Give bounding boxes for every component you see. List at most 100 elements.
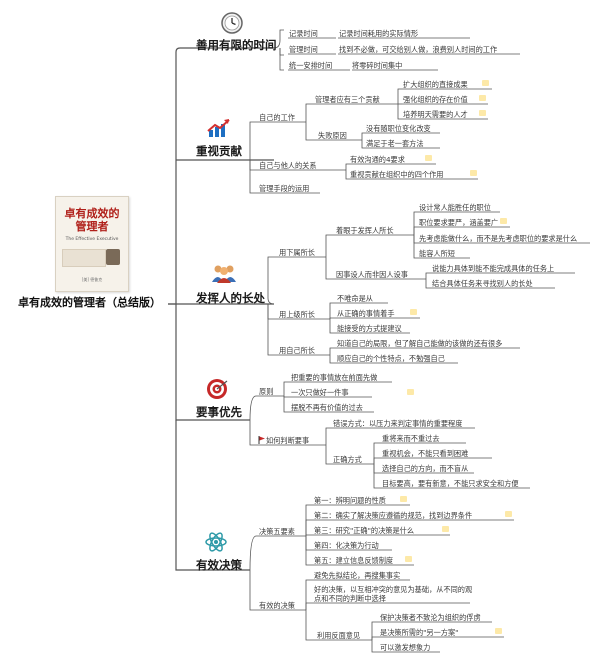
right-item-1: 重将来而不重过去 (382, 434, 440, 443)
focus-item-1: 设计常人能胜任的职位 (419, 203, 491, 212)
contrib-item-1: 扩大组织的直接成果 (403, 80, 468, 89)
connector-line (267, 304, 276, 320)
connector-line (305, 504, 310, 536)
principle-item-1: 把重要的事情放在前面先做 (291, 373, 378, 382)
connector-line (283, 396, 288, 398)
connector-line (373, 464, 378, 489)
note-marker (400, 496, 407, 502)
priority-principle: 原则 (259, 387, 274, 396)
contribution-means: 管理手段的运用 (259, 184, 310, 193)
book-cover-title: 卓有成效的管理者 (64, 207, 120, 233)
connector-line (361, 140, 366, 149)
superior-item-2: 从正确的事情着手 (337, 309, 395, 318)
note-marker (407, 389, 414, 395)
target-icon (207, 379, 228, 399)
effective-item-2: 好的决策，以互相冲突的意见为基础，从不同的观点和不同的判断中选择 (314, 585, 473, 603)
connector-line (267, 304, 276, 356)
superior-item-1: 不唯命是从 (337, 294, 373, 303)
connector-line (283, 381, 288, 396)
rising-chart-icon (207, 119, 230, 137)
contrib-item-3: 培养明天需要的人才 (403, 110, 468, 119)
focus-item-3: 先考虑能做什么，而不是先考虑职位的要求是什么 (419, 234, 578, 243)
connector-line (345, 170, 350, 180)
principle-item-3: 摆脱不再有价值的过去 (291, 403, 363, 412)
note-marker (505, 511, 512, 517)
strengths-subordinate: 用下属所长 (279, 248, 315, 257)
connector-line (413, 235, 418, 244)
connector-line (329, 355, 334, 364)
connector-line (305, 579, 310, 610)
connector-line (305, 536, 310, 551)
connector-line (273, 29, 284, 49)
time-manage-label: 管理时间 (289, 45, 318, 54)
superior-item-3: 能接受的方式提建议 (337, 324, 402, 333)
book-cover-band (62, 249, 106, 267)
connector-line (413, 211, 418, 235)
focus-item-2: 职位要求要严，涵盖要广 (419, 218, 499, 227)
time-schedule-detail: 将零碎时间集中 (352, 61, 403, 70)
connector-line (267, 256, 276, 305)
strengths-self: 用自己所长 (279, 346, 315, 355)
connector-line (425, 279, 430, 289)
strengths-focus: 着眼于发挥人所长 (336, 226, 394, 235)
task-item-2: 结合具体任务来寻找别人的长处 (432, 279, 533, 288)
connector-line (345, 163, 350, 170)
failure-item-1: 没有随职位变化改变 (366, 124, 431, 133)
priority-judge: 如何判断要事 (266, 436, 310, 445)
opposition-item-2: 是决策所需的"另一方案" (380, 628, 459, 637)
opposition-item-3: 可以激发想象力 (380, 643, 431, 652)
effective-item-1: 避免先拟结论，再搜集事实 (314, 571, 401, 580)
contribution-three: 管理者应有三个贡献 (315, 95, 380, 104)
connector-line (249, 395, 257, 421)
note-marker (425, 155, 432, 161)
book-cover-author: [美] 德鲁克 (81, 277, 103, 282)
decision-opposition: 利用反面意见 (317, 631, 361, 640)
connector-line (279, 48, 284, 56)
note-marker (482, 80, 489, 86)
connector-line (373, 457, 378, 464)
connector-line (305, 602, 310, 610)
self-item-1: 知道自己的局限，但了解自己能做的该做的还有很多 (337, 339, 503, 348)
connector-line (397, 104, 402, 120)
connector-line (175, 420, 250, 571)
strengths-task: 因事设人而非因人设事 (336, 270, 408, 279)
priority-right-way: 正确方式 (333, 455, 362, 464)
clock-icon (221, 12, 243, 34)
root-title: 卓有成效的管理者（总结版） (18, 296, 161, 309)
connector-line (373, 464, 378, 474)
red-flag-icon (258, 436, 265, 444)
connector-line (425, 272, 430, 279)
contribution-relations: 自己与他人的关系 (259, 161, 317, 170)
connector-line (283, 396, 288, 413)
connector-line (175, 304, 250, 421)
branch-strengths-title: 发挥人的长处 (196, 291, 265, 305)
connector-line (413, 226, 418, 235)
connector-line (249, 535, 257, 571)
connector-line (361, 132, 366, 140)
relation-item-1: 有效沟通的4要求 (350, 155, 405, 164)
connector-line (305, 536, 310, 566)
note-marker (410, 309, 417, 315)
connector-line (371, 640, 376, 653)
book-cover: 卓有成效的管理者 The Effective Executive [美] 德鲁克 (55, 196, 129, 292)
strengths-superior: 用上级所长 (279, 310, 315, 319)
book-cover-subtitle: The Effective Executive (65, 237, 119, 242)
connector-line (325, 445, 330, 465)
connector-line (325, 427, 330, 445)
decision-five: 决策五要素 (259, 527, 295, 536)
connector-line (305, 610, 312, 641)
note-marker (500, 218, 507, 224)
connector-line (279, 48, 284, 71)
connector-line (371, 636, 376, 640)
task-item-1: 说能力具体到能不能完成具体的任务上 (432, 264, 555, 273)
connector-line (329, 302, 334, 319)
connector-line (249, 160, 256, 171)
connector-line (329, 317, 334, 319)
note-marker (479, 95, 486, 101)
connector-line (168, 47, 274, 305)
connector-line (329, 319, 334, 334)
connector-line (371, 621, 376, 640)
relation-item-2: 重视贡献在组织中的四个作用 (350, 170, 444, 179)
branch-decision-title: 有效决策 (196, 558, 242, 572)
time-schedule-label: 统一安排时间 (289, 61, 333, 70)
